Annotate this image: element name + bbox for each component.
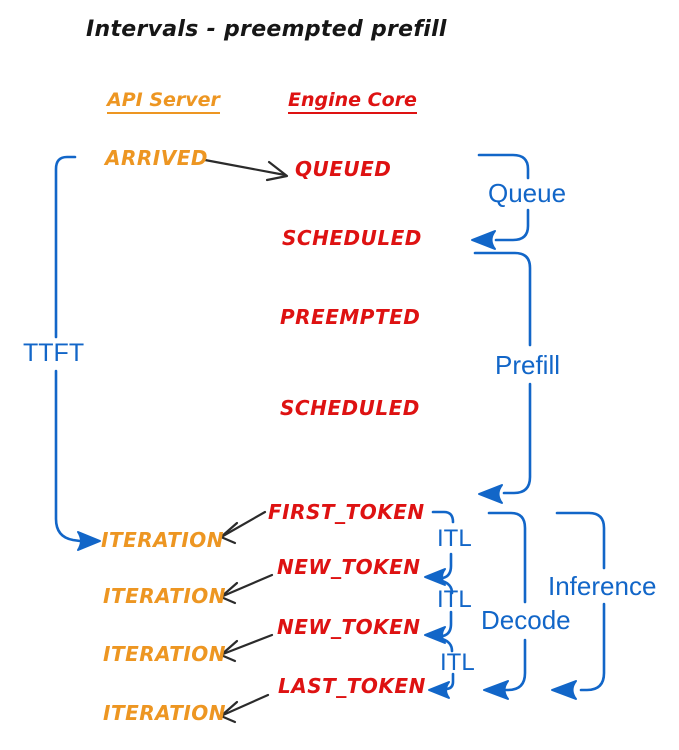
interval-label-itl-3: ITL [440,649,475,676]
arrowhead-icon [219,521,239,545]
new-token-1-to-iteration-arrow [219,573,274,605]
event-first-token: FIRST_TOKEN [268,500,425,524]
arrowhead-icon [265,160,289,182]
arrowhead-icon [219,581,239,605]
prefill-arrowhead-icon [478,484,503,504]
event-scheduled-1: SCHEDULED [282,226,422,250]
interval-label-itl-2: ITL [437,586,472,613]
inference-bracket [551,511,606,700]
interval-label-queue: Queue [488,178,567,208]
arrived-to-queued-arrow [203,158,289,182]
last-token-to-iteration-arrow [219,693,270,724]
event-iteration-2: ITERATION [103,584,227,608]
decode-bracket [483,511,527,700]
interval-label-decode: Decode [481,605,571,635]
itl-bracket-2 [424,610,454,653]
arrowhead-icon [219,639,239,663]
ttft-bracket [54,155,101,551]
first-token-to-iteration-arrow [219,510,267,545]
itl-arrowhead-3-icon [428,681,450,699]
event-last-token: LAST_TOKEN [278,674,426,698]
itl-bracket-3 [428,672,455,699]
interval-label-ttft: TTFT [23,339,85,367]
event-iteration-4: ITERATION [103,701,227,725]
inference-arrowhead-icon [551,680,577,700]
column-header-engine-core: Engine Core [288,90,417,114]
interval-label-inference: Inference [548,571,657,601]
decode-arrowhead-icon [483,680,509,700]
event-new-token-2: NEW_TOKEN [277,615,421,639]
event-queued: QUEUED [295,157,392,181]
event-scheduled-2: SCHEDULED [280,396,420,420]
interval-label-itl-1: ITL [437,525,472,552]
event-iteration-1: ITERATION [101,528,225,552]
event-preempted: PREEMPTED [280,305,421,329]
queue-bracket [471,153,530,250]
page-title: Intervals - preempted prefill [86,17,447,42]
itl-bracket-1 [424,510,455,595]
new-token-2-to-iteration-arrow [219,633,274,663]
itl-arrowhead-1-icon [424,568,446,586]
event-new-token-1: NEW_TOKEN [277,555,421,579]
event-iteration-3: ITERATION [103,642,227,666]
interval-label-prefill: Prefill [495,350,561,380]
prefill-bracket [473,251,532,504]
queue-arrowhead-icon [471,230,496,250]
column-header-api-server: API Server [107,90,220,114]
itl-arrowhead-2-icon [424,626,446,644]
arrowhead-icon [219,700,239,724]
event-arrived: ARRIVED [105,146,208,170]
ttft-arrowhead-icon [77,531,101,551]
